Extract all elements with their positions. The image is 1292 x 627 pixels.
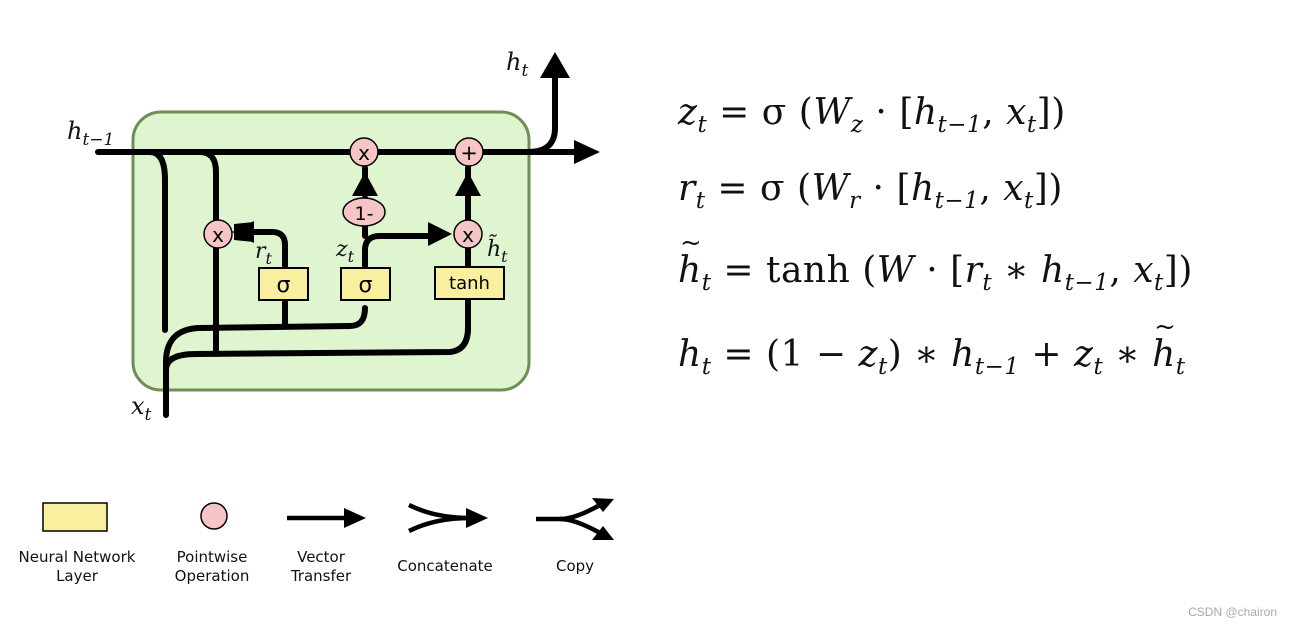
op-add: + — [454, 137, 484, 167]
legend-layer-icon — [42, 502, 108, 532]
label-h-prev: ht−1 — [67, 117, 114, 150]
layer-sigma-z-label: σ — [359, 273, 373, 298]
op-one-minus-label: 1- — [355, 203, 374, 225]
op-mul-r: x — [203, 219, 233, 249]
op-mul-r-label: x — [212, 223, 224, 247]
legend-concatenate-icon — [407, 502, 488, 534]
legend-copy-icon — [536, 498, 614, 540]
op-mul-out: x — [453, 219, 483, 249]
equation-reset-gate: rt = σ (Wr · [ht−1, xt]) — [678, 168, 1063, 215]
label-r-gate: rt — [255, 239, 273, 268]
layer-sigma-r-label: σ — [277, 273, 291, 298]
legend-pointwise-icon — [200, 502, 228, 530]
watermark: CSDN @chairon — [1188, 605, 1277, 619]
legend-vector-transfer-icon — [287, 508, 366, 528]
op-mul-top-label: x — [358, 141, 370, 165]
equation-candidate-state: ht = tanh (W · [rt ∗ ht−1, xt]) — [678, 228, 1193, 295]
label-z-gate: zt — [335, 237, 355, 266]
layer-sigma-z: σ — [340, 267, 391, 301]
op-mul-top: x — [349, 137, 379, 167]
legend-label-vector-transfer: Vector Transfer — [290, 548, 352, 585]
label-x-in: xt — [131, 392, 152, 425]
legend-label-nn-layer: Neural Network Layer — [18, 548, 136, 585]
equation-hidden-state: ht = (1 − zt) ∗ ht−1 + zt ∗ ht — [678, 312, 1186, 379]
label-h-out: ht — [506, 48, 528, 81]
arrowheads — [232, 52, 600, 246]
legend-label-pointwise: Pointwise Operation — [174, 548, 250, 585]
op-one-minus: 1- — [342, 197, 386, 227]
op-add-label: + — [460, 141, 478, 165]
legend-label-copy: Copy — [555, 557, 595, 575]
layer-sigma-r: σ — [258, 267, 309, 301]
gru-cell-box — [131, 110, 531, 392]
gru-cell-diagram: σ σ tanh x + 1- x x ht−1 ht xt rt zt h̃t — [42, 48, 614, 540]
layer-tanh: tanh — [434, 266, 505, 300]
layer-tanh-label: tanh — [449, 273, 490, 294]
legend-label-concatenate: Concatenate — [397, 557, 493, 575]
op-mul-out-label: x — [462, 223, 474, 247]
label-h-tilde: h̃t — [487, 235, 508, 266]
equation-update-gate: zt = σ (Wz · [ht−1, xt]) — [678, 92, 1066, 139]
